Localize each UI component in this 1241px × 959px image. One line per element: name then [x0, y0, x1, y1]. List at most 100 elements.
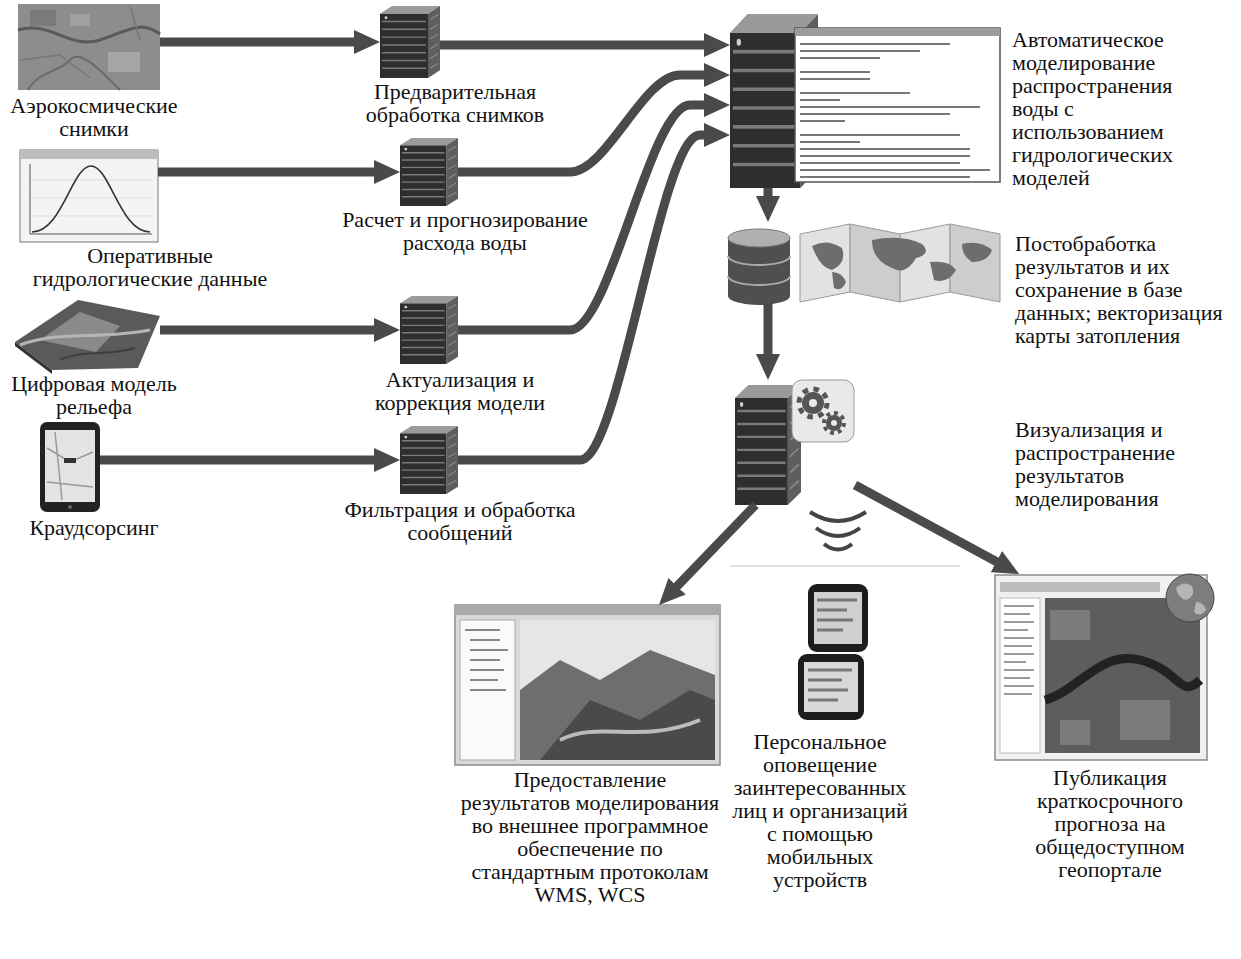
terminal-screenshot — [795, 28, 1000, 182]
aerial-photo — [28, 57, 120, 90]
tablet-device — [64, 458, 76, 463]
flow-arrow — [440, 41, 708, 50]
gears-icon — [792, 380, 854, 442]
mobile-phones — [798, 654, 864, 720]
gis-software-screenshot — [520, 620, 715, 760]
server-icon — [380, 6, 440, 78]
gis-software-screenshot — [465, 630, 508, 690]
gis-software-screenshot — [455, 605, 720, 765]
gis-software-screenshot — [460, 620, 515, 760]
gears-icon — [792, 380, 854, 442]
gears-icon — [799, 389, 827, 417]
hydrograph-chart — [20, 150, 158, 242]
flow-arrow — [855, 485, 1000, 564]
terrain-model — [15, 300, 160, 374]
database-map-node: Постобработка результатов и их сохранени… — [726, 222, 1002, 304]
server-process-node: Фильтрация и обработка сообщений — [400, 426, 458, 494]
server-process-node: Предварительная обработка снимков — [380, 6, 440, 78]
flow-arrow — [160, 326, 378, 335]
server-icon — [735, 385, 801, 505]
hydrograph-chart — [20, 150, 158, 159]
gis-software-screenshot — [520, 650, 715, 760]
tablet-device — [47, 432, 93, 500]
mobile-phones — [817, 600, 857, 630]
gis-software-screenshot — [540, 690, 715, 760]
server-icon — [400, 138, 458, 206]
node-caption: Предоставление результатов моделирования… — [460, 768, 720, 906]
tablet-device — [68, 505, 72, 509]
geoportal-screenshot — [1000, 598, 1040, 753]
gis-software-screenshot — [455, 605, 720, 765]
geoportal-screenshot — [995, 574, 1214, 760]
hydrograph-chart — [32, 166, 150, 232]
terminal-screenshot — [795, 28, 1000, 36]
server-process-node: Актуализация и коррекция модели — [400, 296, 458, 364]
folded-map — [872, 238, 926, 271]
server-icon — [400, 426, 458, 494]
node-caption: Краудсорсинг — [4, 516, 184, 539]
folded-map — [962, 243, 992, 262]
hydrograph-chart — [30, 180, 152, 216]
aerial-photo — [20, 6, 140, 78]
node-caption: Автоматическое моделирование распростран… — [1012, 28, 1212, 189]
visualization-server-node: Визуализация и распространение результат… — [735, 380, 855, 505]
node-caption: Постобработка результатов и их сохранени… — [1015, 232, 1230, 347]
geoportal-screenshot — [1004, 606, 1034, 694]
terrain-model — [20, 330, 150, 345]
gears-icon — [809, 399, 817, 407]
server-icon — [400, 296, 458, 364]
node-caption: Расчет и прогнозирование расхода воды — [315, 208, 615, 254]
gears-icon — [831, 420, 837, 426]
gears-icon — [826, 415, 842, 431]
aerial-photo — [70, 14, 90, 26]
wireless-signal — [824, 544, 852, 550]
data-source-node: Оперативные гидрологические данные — [20, 150, 158, 242]
node-caption: Публикация краткосрочного прогноза на об… — [995, 766, 1225, 881]
gis-software-screenshot — [455, 605, 720, 615]
aerial-photo — [18, 4, 160, 90]
mobile-phones — [798, 584, 868, 720]
node-caption: Предварительная обработка снимков — [330, 80, 580, 126]
terrain-model — [60, 348, 135, 360]
mobile-phones — [808, 584, 868, 652]
node-caption: Аэрокосмические снимки — [4, 94, 184, 140]
folded-map — [930, 262, 956, 281]
geoportal-screenshot — [1000, 582, 1160, 592]
data-source-node: Краудсорсинг — [40, 422, 100, 512]
folded-map — [800, 224, 1000, 302]
mobile-phones — [814, 592, 862, 644]
flow-arrow — [158, 168, 378, 177]
aerial-photo — [30, 10, 56, 26]
tablet-device — [40, 422, 100, 512]
node-caption: Визуализация и распространение результат… — [1015, 418, 1230, 510]
modeling-server-node: Автоматическое моделирование распростран… — [730, 14, 1000, 188]
folded-map — [800, 224, 850, 302]
database-icon — [728, 256, 790, 285]
geoportal-screenshot — [1050, 610, 1170, 745]
output-node: Персональное оповещение заинтересованных… — [796, 582, 868, 722]
tablet-device — [45, 430, 95, 502]
image-source-node: Аэрокосмические снимки — [18, 4, 160, 90]
terminal-screenshot — [800, 44, 990, 177]
terrain-model — [15, 342, 52, 374]
output-node: Публикация краткосрочного прогноза на об… — [995, 574, 1215, 762]
data-source-node: Цифровая модель рельефа — [15, 300, 160, 372]
geoportal-screenshot — [1045, 658, 1200, 700]
mobile-phones — [808, 670, 852, 700]
folded-map — [950, 224, 1000, 302]
gears-icon — [824, 413, 844, 433]
gis-software-screenshot — [560, 720, 700, 740]
connector-layer — [100, 42, 1000, 589]
flow-arrow — [764, 188, 773, 200]
node-caption: Фильтрация и обработка сообщений — [320, 498, 600, 544]
gears-icon — [802, 392, 824, 414]
folded-map — [812, 242, 843, 270]
node-caption: Цифровая модель рельефа — [4, 372, 184, 418]
wireless-signal — [810, 512, 866, 521]
terminal-screenshot — [795, 28, 1000, 182]
aerial-photo — [108, 52, 140, 72]
node-caption: Персональное оповещение заинтересованных… — [725, 730, 915, 891]
terrain-model — [40, 312, 120, 352]
hydrograph-chart — [30, 164, 152, 234]
